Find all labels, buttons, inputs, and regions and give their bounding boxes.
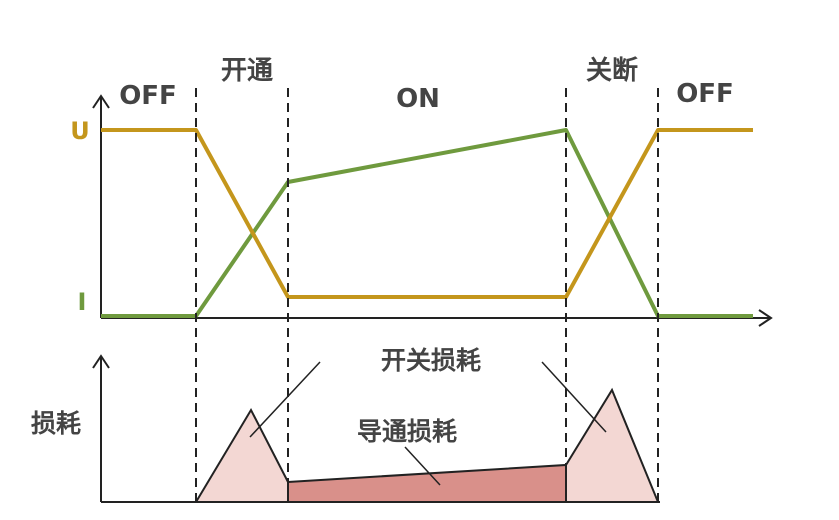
top-y-axis-arrow xyxy=(92,94,110,109)
phase-label-turn-on: 开通 xyxy=(221,56,273,86)
voltage-waveform xyxy=(101,128,753,299)
switching-loss-leader-left xyxy=(249,361,321,438)
turn-on-switching-loss-area xyxy=(194,407,289,503)
current-axis-label: I xyxy=(78,288,87,316)
current-waveform xyxy=(101,128,753,318)
conduction-loss-label: 导通损耗 xyxy=(357,417,457,446)
phase-dividers xyxy=(195,88,659,502)
voltage-axis-label: U xyxy=(70,117,90,145)
switching-loss-leader-right xyxy=(541,361,607,433)
phase-label-off-right: OFF xyxy=(676,79,734,109)
phase-label-turn-off: 关断 xyxy=(586,55,638,86)
leader-lines xyxy=(249,361,607,486)
phase-label-off-left: OFF xyxy=(119,81,177,111)
watermark-text: 搜狐号@深圳科瑞杰 xyxy=(689,495,824,513)
bottom-y-axis-arrow xyxy=(92,354,110,369)
turn-off-switching-loss-area xyxy=(565,387,660,503)
switching-loss-label: 开关损耗 xyxy=(381,346,481,375)
top-x-axis-arrow xyxy=(758,309,773,327)
conduction-loss-leader xyxy=(404,446,441,486)
phase-label-on: ON xyxy=(396,84,440,114)
loss-axis-label: 损耗 xyxy=(31,409,81,438)
